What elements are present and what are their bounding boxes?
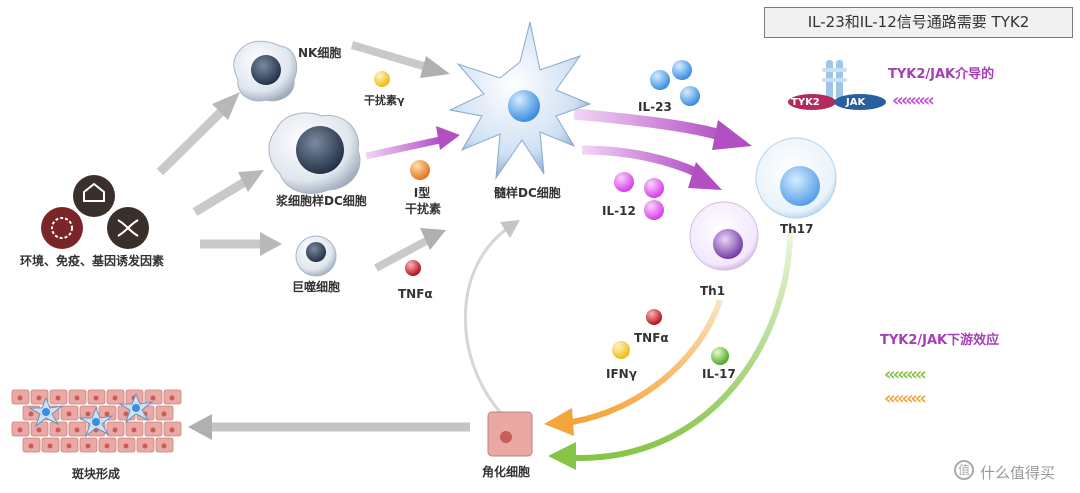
tyk2-tag: TYK2 xyxy=(791,97,820,108)
skin-cell-nucleus xyxy=(36,395,42,401)
skin-cell-nucleus xyxy=(36,427,42,433)
plaque-dc-nucleus xyxy=(42,408,50,416)
skin-cell-nucleus xyxy=(112,427,118,433)
label-keratinocyte: 角化细胞 xyxy=(482,465,531,479)
keratinocyte-cell xyxy=(487,411,533,457)
label-tnfa-mid: TNFα xyxy=(634,331,669,345)
plaque-tissue xyxy=(11,389,182,453)
label-il12: IL-12 xyxy=(602,204,636,218)
chevrons-orange: ‹‹‹‹‹‹‹‹‹ xyxy=(884,388,927,409)
arrow-mdc-to-th17 xyxy=(573,108,752,150)
arrow-factors-to-pdc xyxy=(192,170,264,216)
label-ifn-gamma-mid: IFNγ xyxy=(606,367,637,381)
skin-cell-nucleus xyxy=(104,443,110,449)
legend-downstream-label: TYK2/JAK下游效应 xyxy=(880,333,1000,348)
tnfa-molecule-left xyxy=(405,260,421,276)
th1-cell xyxy=(689,201,759,271)
skin-cell-nucleus xyxy=(17,427,23,433)
label-plaque: 斑块形成 xyxy=(72,467,121,481)
type1-ifn-molecule xyxy=(410,160,430,180)
label-il17: IL-17 xyxy=(702,367,736,381)
legend-mediated-label: TYK2/JAK介导的 xyxy=(888,67,995,82)
skin-cell-nucleus xyxy=(150,395,156,401)
arrow-keratinocyte-to-plaque xyxy=(188,414,470,440)
macrophage-cell xyxy=(295,235,337,277)
ifn-gamma-molecule-mid xyxy=(612,341,630,359)
skin-cell-nucleus xyxy=(66,411,72,417)
skin-cell-nucleus xyxy=(169,395,175,401)
watermark-logo-icon: 值 xyxy=(954,460,974,480)
skin-cell-nucleus xyxy=(123,443,129,449)
skin-cell-nucleus xyxy=(74,395,80,401)
skin-cell-nucleus xyxy=(142,443,148,449)
chevrons-purple: ‹‹‹‹‹‹‹‹‹ xyxy=(892,90,935,111)
skin-cell-nucleus xyxy=(85,411,91,417)
label-macrophage: 巨噬细胞 xyxy=(292,280,341,294)
skin-cell-nucleus xyxy=(17,395,23,401)
label-pdc: 浆细胞样DC细胞 xyxy=(276,194,367,208)
plaque-dc-nucleus xyxy=(92,418,100,426)
skin-cell-nucleus xyxy=(74,427,80,433)
factors-icon-cluster xyxy=(41,175,149,249)
skin-cell-nucleus xyxy=(93,395,99,401)
th17-cell xyxy=(755,137,837,219)
ifn-gamma-molecule-top xyxy=(374,71,390,87)
skin-cell-nucleus xyxy=(104,411,110,417)
plaque-dc-nucleus xyxy=(132,404,140,412)
label-myeloid-dc: 髓样DC细胞 xyxy=(494,186,561,200)
il17-molecule xyxy=(711,347,729,365)
diagram-title: IL-23和IL-12信号通路需要 TYK2 xyxy=(764,7,1073,38)
jak-tag: JAK xyxy=(846,97,866,108)
skin-cell-nucleus xyxy=(161,411,167,417)
arrow-macrophage-to-mdc xyxy=(374,228,446,272)
skin-cell-nucleus xyxy=(150,427,156,433)
label-type1-ifn-line1: I型 xyxy=(413,186,431,200)
myeloid-dc-cell xyxy=(448,21,592,180)
skin-cell-nucleus xyxy=(47,443,53,449)
arrow-factors-to-nk xyxy=(156,92,240,176)
pdc-cell xyxy=(268,112,361,194)
label-nk-cell: NK细胞 xyxy=(298,46,342,60)
nk-cell xyxy=(233,40,298,102)
skin-cell-nucleus xyxy=(66,443,72,449)
skin-cell-nucleus xyxy=(28,443,34,449)
label-tnfa-left: TNFα xyxy=(398,287,433,301)
arrow-pdc-to-mdc xyxy=(365,126,460,160)
label-ifn-gamma-top: 干扰素γ xyxy=(364,94,405,107)
label-type1-ifn-line2: 干扰素 xyxy=(404,202,441,216)
skin-cell-nucleus xyxy=(85,443,91,449)
skin-cell-nucleus xyxy=(169,427,175,433)
label-th17: Th17 xyxy=(780,222,814,236)
chevrons-green: ‹‹‹‹‹‹‹‹‹ xyxy=(884,364,927,385)
skin-cell-nucleus xyxy=(55,395,61,401)
arrow-th17-to-keratinocyte xyxy=(548,231,793,470)
arrow-th1-to-keratinocyte xyxy=(544,299,723,436)
skin-cell-nucleus xyxy=(55,427,61,433)
label-il23: IL-23 xyxy=(638,100,672,114)
label-th1: Th1 xyxy=(700,284,726,298)
arrow-factors-to-macrophage xyxy=(200,232,282,256)
il12-molecules xyxy=(614,172,664,220)
tnfa-molecule-mid xyxy=(646,309,662,325)
watermark-text: 什么值得买 xyxy=(980,464,1056,482)
skin-cell-nucleus xyxy=(131,427,137,433)
skin-cell-nucleus xyxy=(28,411,34,417)
arrow-nk-to-mdc xyxy=(350,41,450,78)
skin-cell-nucleus xyxy=(161,443,167,449)
receptor-icon xyxy=(788,60,886,110)
il23-molecules xyxy=(650,60,700,106)
skin-cell-nucleus xyxy=(112,395,118,401)
skin-cell-nucleus xyxy=(123,411,129,417)
label-factors: 环境、免疫、基因诱发因素 xyxy=(20,254,165,268)
arrow-mdc-to-th1 xyxy=(581,145,722,190)
arrow-keratinocyte-to-mdc xyxy=(463,220,520,413)
